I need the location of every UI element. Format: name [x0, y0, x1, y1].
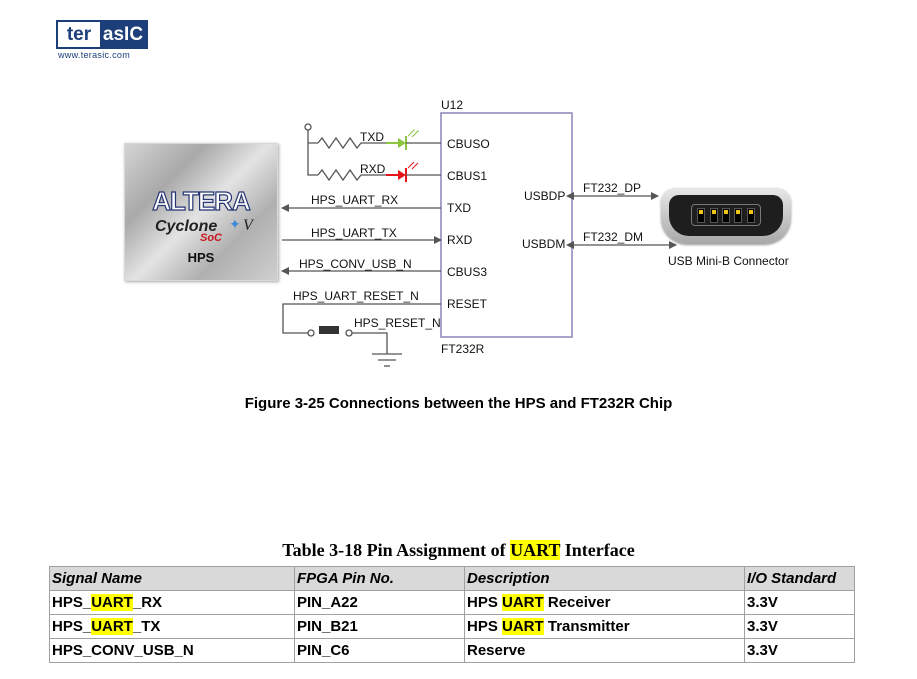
usb-connector-pins — [691, 204, 761, 226]
signal-hps-uart-tx: HPS_UART_TX — [311, 226, 397, 240]
table-caption-prefix: Table 3-18 Pin Assignment of — [282, 540, 511, 560]
usb-mini-b-connector-icon — [661, 188, 791, 244]
cell-fpga-pin: PIN_B21 — [294, 614, 465, 639]
table-header-row: Signal Name FPGA Pin No. Description I/O… — [49, 566, 855, 591]
pin-cbus0: CBUSO — [447, 137, 490, 151]
hps-label: HPS — [187, 250, 215, 265]
cell-signal-name: HPS_UART_RX — [49, 590, 295, 615]
signal-text: _TX — [132, 618, 161, 635]
cell-fpga-pin: PIN_C6 — [294, 638, 465, 663]
logo-box: ter asIC — [56, 20, 148, 49]
pin-rxd: RXD — [447, 233, 473, 247]
cell-io-standard: 3.3V — [744, 638, 855, 663]
desc-text: Receiver — [543, 594, 611, 611]
desc-text: Reserve — [467, 642, 526, 659]
cell-description: HPS UART Transmitter — [464, 614, 745, 639]
cyclone-swirl-icon: ✦ — [229, 216, 241, 232]
signal-ft232-dp: FT232_DP — [583, 181, 642, 195]
usb-pin — [709, 207, 718, 223]
ft232r-chip — [440, 112, 573, 338]
logo-url: www.terasic.com — [58, 50, 131, 60]
table-row: HPS_UART_TX PIN_B21 HPS UART Transmitter… — [49, 614, 855, 639]
signal-text: HPS_ — [52, 594, 92, 611]
signal-text: _RX — [132, 594, 163, 611]
table-row: HPS_CONV_USB_N PIN_C6 Reserve 3.3V — [49, 638, 855, 663]
signal-ft232-dm: FT232_DM — [583, 230, 644, 244]
cell-description: Reserve — [464, 638, 745, 663]
usb-pin — [734, 207, 743, 223]
header-signal-name: Signal Name — [49, 566, 295, 591]
signal-text: HPS_CONV_USB_N — [52, 642, 194, 659]
desc-text: HPS — [467, 594, 503, 611]
ground-icon — [372, 353, 402, 367]
vcc-node — [304, 123, 312, 131]
cyclone-suffix: V — [243, 217, 253, 234]
table-caption-highlight: UART — [510, 540, 561, 560]
table-caption-suffix: Interface — [560, 540, 635, 560]
desc-text: Transmitter — [543, 618, 630, 635]
cell-description: HPS UART Receiver — [464, 590, 745, 615]
chip-part-label: FT232R — [441, 342, 485, 356]
pin-usbdm: USBDM — [522, 237, 566, 251]
schematic-wiring — [281, 112, 677, 367]
usb-connector-label: USB Mini-B Connector — [668, 254, 789, 268]
pin-usbdp: USBDP — [524, 189, 566, 203]
figure-caption: Figure 3-25 Connections between the HPS … — [244, 395, 673, 412]
cell-signal-name: HPS_UART_TX — [49, 614, 295, 639]
pin-cbus3: CBUS3 — [447, 265, 488, 279]
led-label-rxd: RXD — [360, 162, 386, 176]
chip-ref-label: U12 — [441, 98, 464, 112]
table-caption: Table 3-18 Pin Assignment of UART Interf… — [0, 540, 917, 561]
wire-reset — [282, 303, 441, 334]
header-description: Description — [464, 566, 745, 591]
resistor-rxd — [317, 168, 400, 182]
hps-chip: ALTERA Cyclone ✦ V SoC HPS — [124, 143, 278, 281]
desc-text: HPS — [467, 618, 503, 635]
reset-button-icon — [319, 326, 339, 334]
usb-pin — [721, 207, 730, 223]
terasic-logo: ter asIC www.terasic.com — [56, 20, 148, 60]
cell-io-standard: 3.3V — [744, 590, 855, 615]
signal-hps-reset-n: HPS_RESET_N — [354, 316, 441, 330]
led-txd-icon — [386, 129, 441, 150]
signal-hps-uart-rx: HPS_UART_RX — [311, 193, 399, 207]
signal-hps-conv-usb-n: HPS_CONV_USB_N — [299, 257, 412, 271]
pin-reset: RESET — [447, 297, 488, 311]
signal-text: HPS_ — [52, 618, 92, 635]
header-io-standard: I/O Standard — [744, 566, 855, 591]
header-fpga-pin: FPGA Pin No. — [294, 566, 465, 591]
signal-hps-uart-reset-n: HPS_UART_RESET_N — [293, 289, 419, 303]
resistor-txd — [317, 136, 400, 150]
pin-txd: TXD — [447, 201, 471, 215]
pullup-wire — [307, 130, 318, 176]
desc-highlight: UART — [502, 618, 544, 635]
cell-signal-name: HPS_CONV_USB_N — [49, 638, 295, 663]
desc-highlight: UART — [502, 594, 544, 611]
led-rxd-icon — [386, 161, 441, 182]
logo-text-asic: asIC — [100, 22, 146, 47]
logo-text-ter: ter — [58, 22, 100, 47]
soc-label: SoC — [200, 232, 222, 244]
signal-highlight: UART — [91, 594, 133, 611]
usb-pin — [697, 207, 706, 223]
reset-button-contact-b — [345, 329, 353, 337]
usb-pin — [746, 207, 755, 223]
pin-assignment-table: Signal Name FPGA Pin No. Description I/O… — [49, 566, 855, 663]
cell-io-standard: 3.3V — [744, 614, 855, 639]
wire-ground — [352, 332, 388, 354]
led-label-txd: TXD — [360, 130, 384, 144]
table-row: HPS_UART_RX PIN_A22 HPS UART Receiver 3.… — [49, 590, 855, 615]
pin-cbus1: CBUS1 — [447, 169, 488, 183]
reset-button-contact-a — [307, 329, 315, 337]
signal-highlight: UART — [91, 618, 133, 635]
altera-logo: ALTERA — [152, 185, 252, 216]
usb-connector-body — [669, 195, 783, 236]
cyclone-label: Cyclone — [155, 218, 218, 235]
cell-fpga-pin: PIN_A22 — [294, 590, 465, 615]
